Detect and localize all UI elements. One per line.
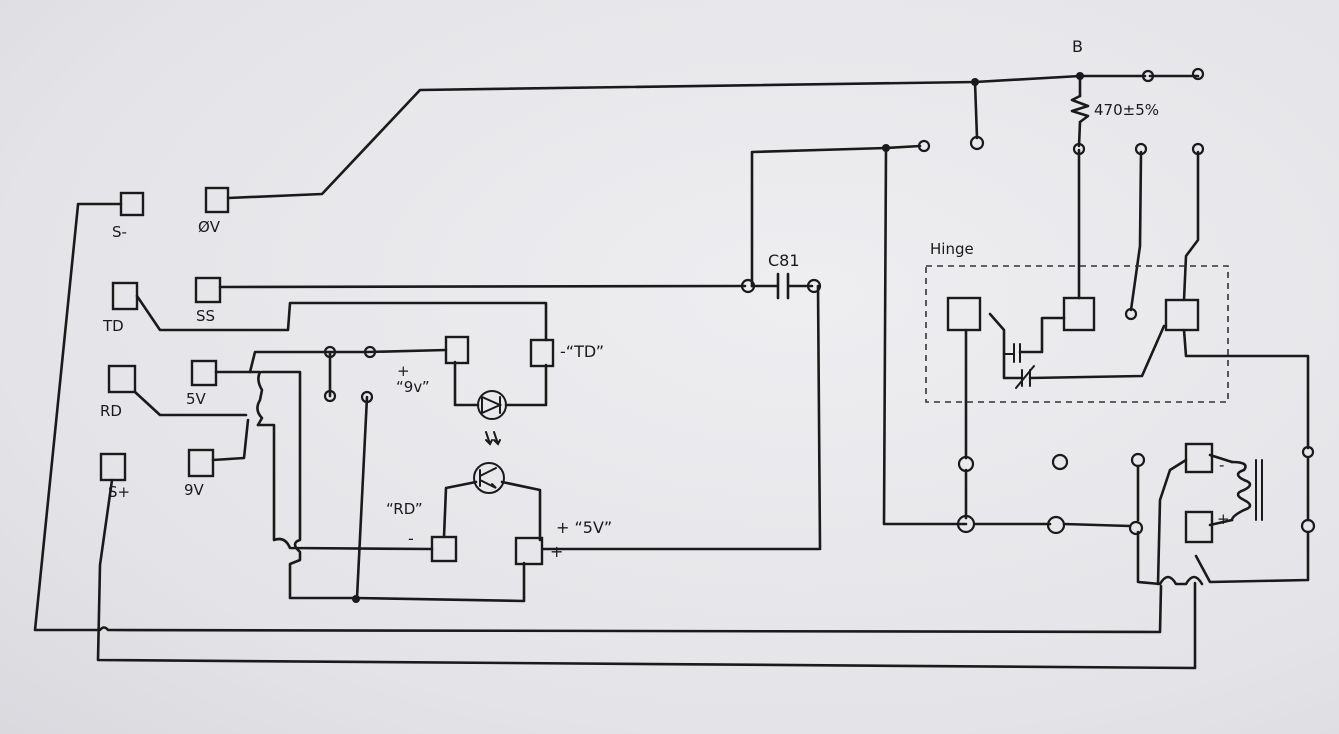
pad-s-minus: [119, 191, 145, 217]
coil-pad-minus: [1184, 442, 1214, 474]
junction-relay-left: [882, 144, 890, 152]
wire-hinge-switch: [1002, 324, 1166, 380]
wire-phototransistor: [442, 480, 542, 542]
pad-rd: [107, 364, 137, 394]
pad-s-plus: [99, 452, 127, 482]
label-relay-b: B: [1072, 37, 1083, 56]
light-arrows-icon: [485, 431, 501, 446]
pad-5v: [190, 359, 218, 387]
label-rd: RD: [100, 402, 122, 420]
label-coil-plus: +: [1217, 510, 1230, 528]
label-5v: 5V: [186, 390, 207, 408]
wire-td: [135, 294, 548, 342]
label-9v-plus: +: [397, 362, 410, 380]
wire-switch-b: [355, 395, 369, 600]
label-5v-quoted: + “5V”: [556, 518, 612, 537]
pad-5v-out: [514, 536, 544, 566]
resistor-470: [1070, 94, 1090, 124]
wire-5v: [214, 370, 264, 427]
wire-5v-cap: [541, 284, 822, 551]
terminals: [323, 67, 1316, 536]
wire-9v-top: [248, 348, 448, 374]
led-icon: [477, 390, 507, 420]
label-td: TD: [102, 317, 124, 335]
label-rd-quoted: “RD”: [386, 500, 423, 518]
wire-s-plus: [96, 478, 1197, 670]
wire-hinge-cap: [988, 312, 1066, 356]
wire-relay-left: [882, 146, 968, 526]
wire-switch-1: [1129, 150, 1143, 312]
relay-coil: [1230, 460, 1252, 522]
wire-hinge-right: [1182, 328, 1310, 450]
hinge-box: [925, 265, 1229, 403]
wire-coil-right: [1194, 456, 1310, 584]
label-s-minus: S-: [112, 223, 127, 241]
wire-s-minus: [33, 202, 1163, 634]
coil-core: [1255, 459, 1263, 521]
label-rd-minus: -: [408, 529, 414, 548]
label-coil-minus: -: [1219, 456, 1224, 474]
junction-relay-b: [1076, 72, 1084, 80]
pad-td-out: [529, 338, 555, 368]
relay-pad-left: [946, 296, 982, 332]
relay-pad-right: [1164, 298, 1200, 332]
label-9v-quoted: “9v”: [396, 378, 430, 396]
junction-bottom: [352, 595, 360, 603]
pad-0v: [204, 186, 230, 214]
pad-ss: [194, 276, 222, 304]
wire-9v: [211, 418, 250, 462]
capacitor-c81: [750, 272, 814, 300]
relay-pad-mid: [1062, 296, 1096, 332]
label-c81: C81: [768, 251, 800, 270]
label-0v: ØV: [198, 218, 221, 236]
pad-9v-plus: [444, 335, 470, 365]
wire-cap-top: [750, 144, 922, 288]
wire-coil-bottom: [1136, 530, 1204, 586]
wire-0v-rail: [226, 74, 1147, 200]
hinge-variable-capacitor: [1015, 365, 1035, 389]
label-hinge: Hinge: [930, 240, 974, 258]
label-ss: SS: [196, 307, 215, 325]
wire-lower-loop: [260, 370, 526, 603]
wire-coil-leads: [1208, 453, 1234, 527]
wire-rd: [133, 390, 248, 417]
wire-contact-2: [973, 522, 1132, 528]
wire-led: [453, 360, 548, 407]
wire-ss: [218, 284, 747, 289]
label-td-quoted: -“TD”: [560, 342, 604, 361]
coil-pad-plus: [1184, 510, 1214, 544]
phototransistor-icon: [473, 462, 505, 494]
junction-rail: [971, 78, 979, 86]
hinge-capacitor: [1003, 343, 1021, 363]
label-9v: 9V: [184, 481, 205, 499]
label-s-plus: S+: [108, 483, 130, 501]
wire-coil-left: [1156, 458, 1188, 586]
wire-rd-inner: [256, 423, 434, 551]
wire-resistor: [1077, 74, 1082, 148]
pad-9v: [187, 448, 215, 478]
pad-rd-out: [430, 535, 458, 563]
wire-switch-2: [1182, 150, 1200, 302]
label-resistor: 470±5%: [1094, 101, 1159, 119]
pad-td: [111, 281, 139, 311]
wire-rail-drop: [973, 80, 979, 140]
label-5v-plus: +: [550, 542, 563, 561]
